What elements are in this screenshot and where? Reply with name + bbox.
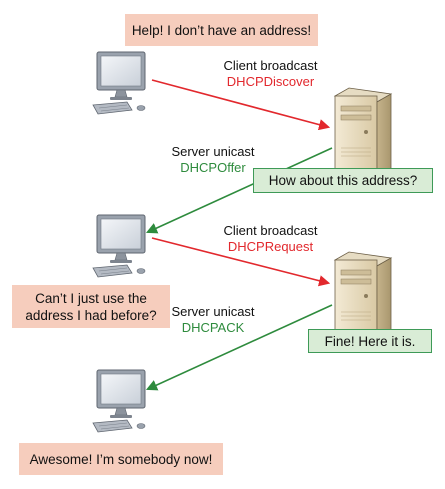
server-tower-icon-2 — [334, 251, 392, 339]
message-name: DHCPACK — [181, 320, 245, 335]
use-previous-line-1: Can’t I just use the — [35, 290, 147, 306]
arrow-dhcpoffer — [145, 147, 333, 234]
help-text: Help! I don’t have an address! — [131, 22, 312, 38]
message-kind: Server unicast — [171, 304, 255, 319]
client-computer-icon-1 — [92, 51, 146, 115]
message-label-dhcprequest: Client broadcast DHCPRequest — [208, 223, 333, 255]
client-computer-icon-2 — [92, 214, 146, 278]
message-label-dhcpdiscover: Client broadcast DHCPDiscover — [208, 58, 333, 90]
use-previous-line-2: address I had before? — [25, 307, 157, 323]
arrow-dhcpack — [145, 304, 333, 391]
offer-question-bubble: How about this address? — [253, 168, 433, 193]
awesome-text: Awesome! I’m somebody now! — [29, 451, 213, 467]
server-tower-icon-1 — [334, 87, 392, 175]
fine-text: Fine! Here it is. — [324, 333, 416, 349]
message-kind: Client broadcast — [223, 58, 318, 73]
message-kind: Server unicast — [171, 144, 255, 159]
message-name: DHCPRequest — [227, 239, 314, 254]
use-previous-address-bubble: Can’t I just use the address I had befor… — [12, 285, 170, 328]
arrow-dhcpdiscover — [151, 79, 331, 131]
message-name: DHCPDiscover — [226, 74, 315, 89]
message-kind: Client broadcast — [223, 223, 318, 238]
message-name: DHCPOffer — [180, 160, 246, 175]
awesome-bubble: Awesome! I’m somebody now! — [19, 443, 223, 475]
arrow-dhcprequest — [151, 237, 331, 287]
help-bubble: Help! I don’t have an address! — [125, 14, 318, 46]
fine-bubble: Fine! Here it is. — [308, 329, 432, 353]
client-computer-icon-3 — [92, 369, 146, 433]
message-label-dhcpack: Server unicast DHCPACK — [158, 304, 268, 336]
message-label-dhcpoffer: Server unicast DHCPOffer — [158, 144, 268, 176]
offer-question-text: How about this address? — [268, 173, 418, 188]
